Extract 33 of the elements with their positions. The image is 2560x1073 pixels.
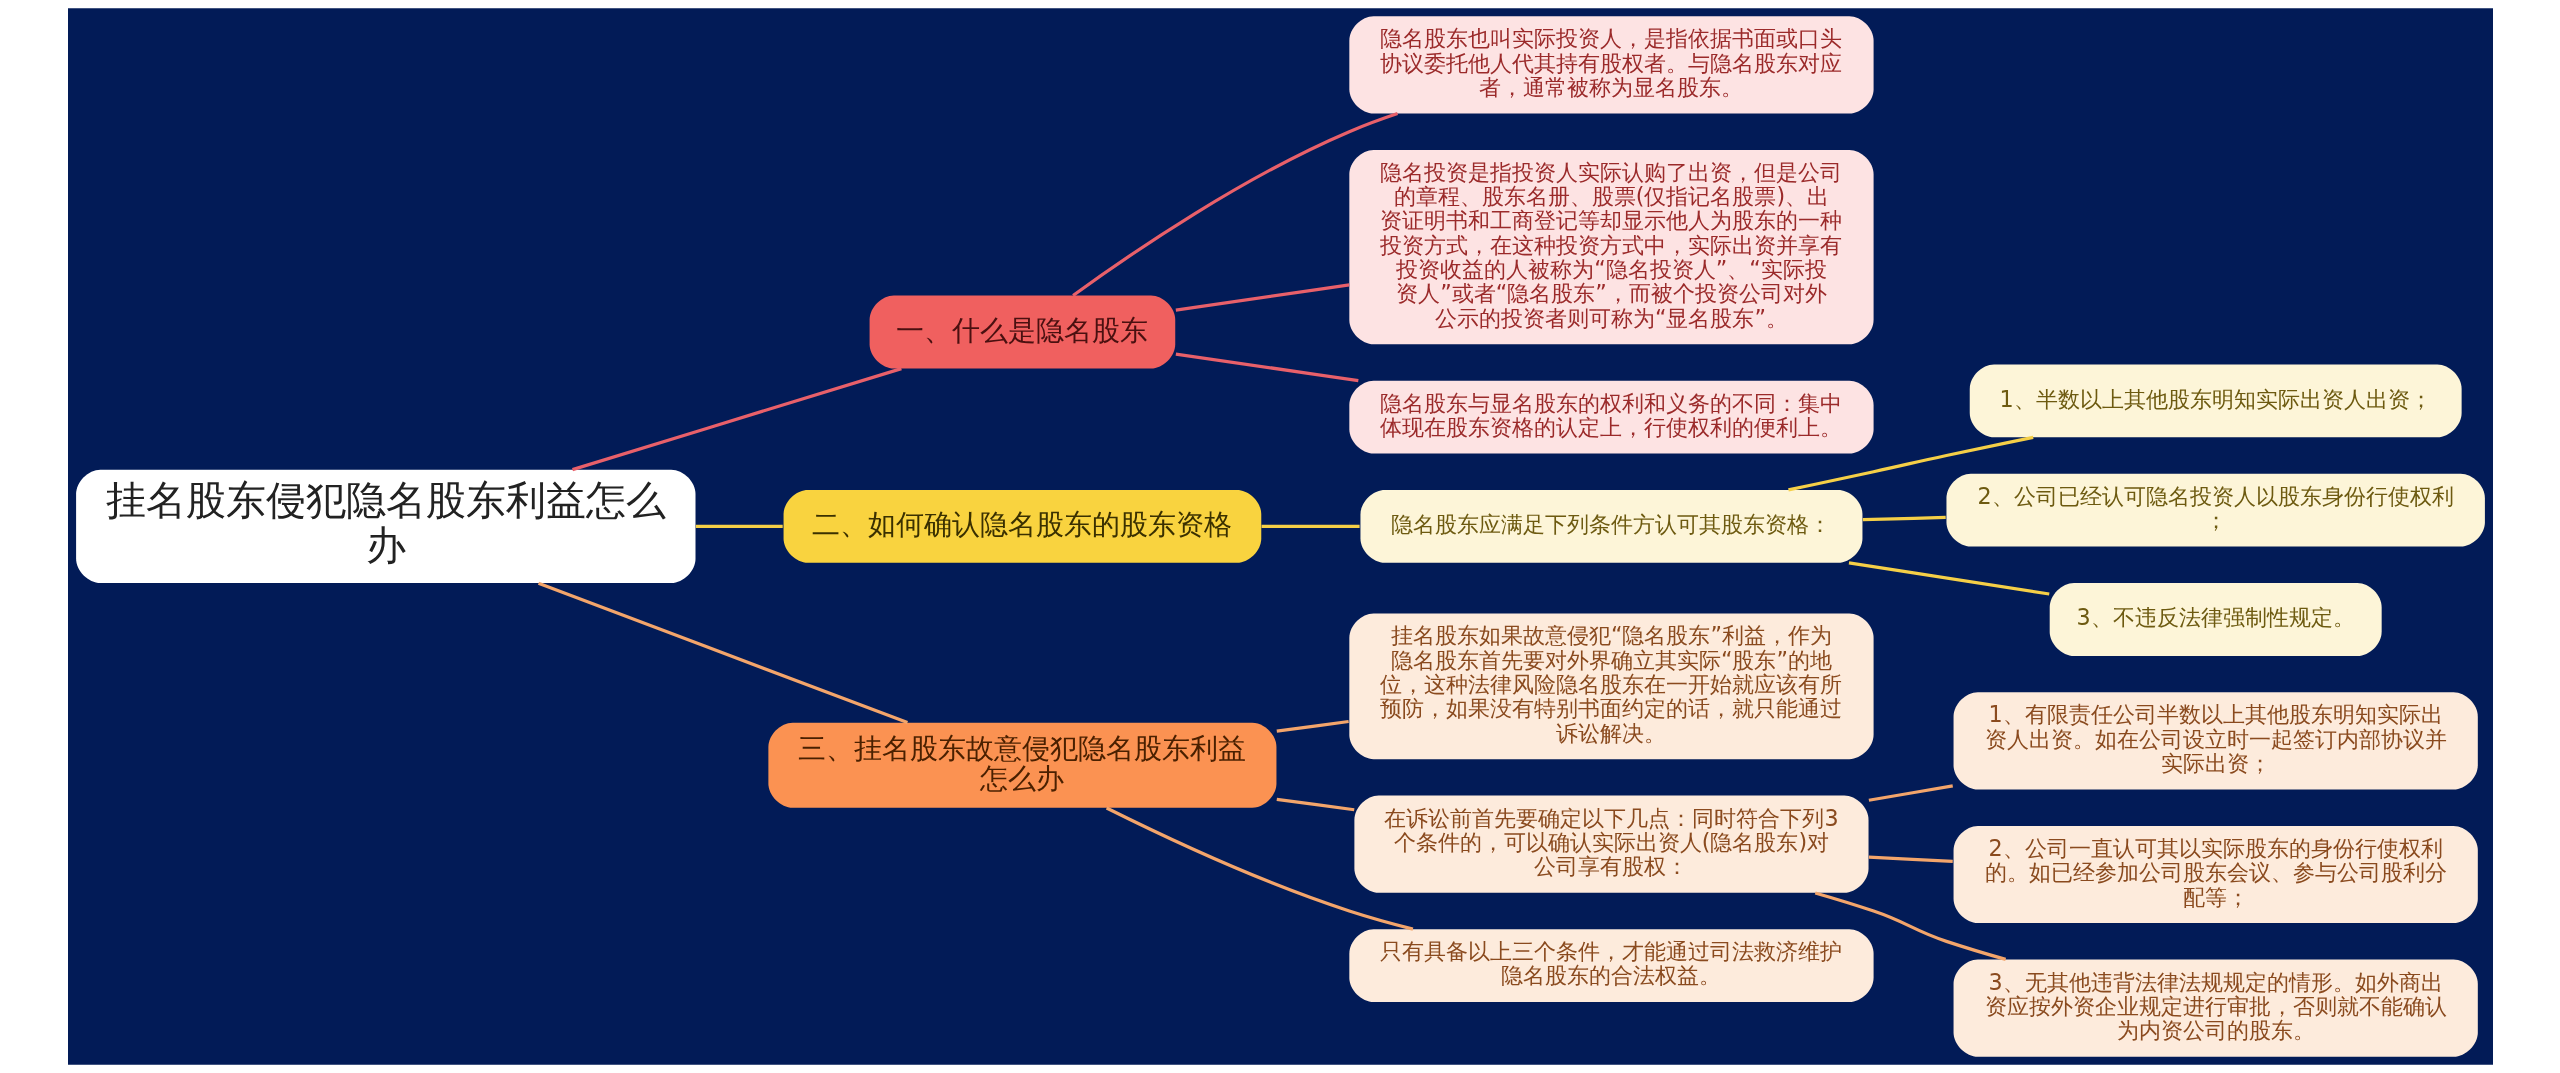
connector [1261,524,1360,528]
node-box: 挂名股东如果故意侵犯“隐名股东”利益，作为隐名股东首先要对外界确立其实际“股东”的地位，这种法律风险隐名股东在一开始就应该有所预防，如果没有特别书面约定的话，就只能通过诉讼解决。 [1348,613,1874,760]
node-box: 隐名股东应满足下列条件方认可其股东资格： [1359,489,1862,563]
node-box: 三、挂名股东故意侵犯隐名股东利益怎么办 [767,722,1276,808]
connector [1814,891,2006,961]
node-box: 1、半数以上其他股东明知实际出资人出资； [1969,364,2462,438]
connector [1175,283,1349,312]
node-box: 1、有限责任公司半数以上其他股东明知实际出资人出资。如在公司设立时一起签订内部协议并实际出资； [1953,692,2478,790]
connector [1868,855,1953,863]
connector [1105,806,1413,931]
node-box: 只有具备以上三个条件，才能通过司法救济维护隐名股东的合法权益。 [1348,929,1874,1003]
node-box: 3、无其他违背法律法规规定的情形。如外商出资应按外资企业规定进行审批，否则就不能确认为内资公司的股东。 [1953,959,2478,1057]
node-box: 隐名股东与显名股东的权利和义务的不同：集中体现在股东资格的认定上，行使权利的便利上。 [1348,380,1874,454]
connector [1071,112,1398,297]
connector [695,524,783,528]
node-box: 2、公司已经认可隐名投资人以股东身份行使权利； [1945,473,2485,547]
node-box: 一、什么是隐名股东 [869,295,1175,369]
connector [537,581,908,725]
node-box: 2、公司一直认可其以实际股东的身份行使权利的。如已经参加公司股东会议、参与公司股利分配等； [1953,825,2478,924]
node-box: 二、如何确认隐名股东的股东资格 [783,489,1261,563]
connector [1868,784,1953,802]
node-box: 隐名投资是指投资人实际认购了出资，但是公司的章程、股东名册、股票(仅指记名股票)、出资证明书和工商登记等却显示他人为股东的一种投资方式，在这种投资方式中，实际出资并享有投资收益的人被称为“隐名投资人”、“实际投资人”或者“隐名股东”，而被个投资公司对外公示的投资者则可称为“显名股东”。 [1348,149,1874,345]
node-box: 挂名股东侵犯隐名股东利益怎么办 [75,469,695,584]
connector [1276,797,1354,812]
connector [1848,561,2049,596]
node-box: 在诉讼前首先要确定以下几点：同时符合下列3个条件的，可以确认实际出资人(隐名股东)对公司享有股权： [1353,795,1869,893]
node-box: 隐名股东也叫实际投资人，是指依据书面或口头协议委托他人代其持有股权者。与隐名股东对应者，通常被称为显名股东。 [1348,16,1874,114]
connector [571,367,902,472]
node-box: 3、不违反法律强制性规定。 [2049,583,2382,656]
connector [1862,515,1946,522]
connector [1175,352,1359,383]
connector [1787,435,2034,492]
connector [1276,719,1349,733]
